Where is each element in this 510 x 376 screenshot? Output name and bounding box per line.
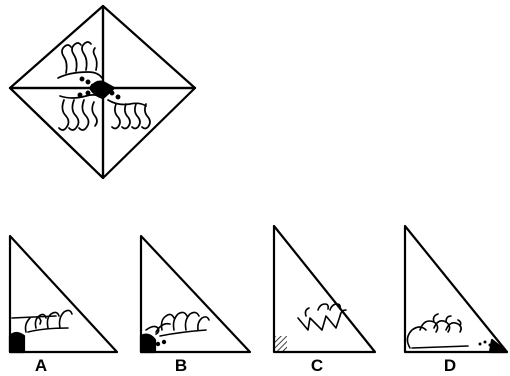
- unfolded-paper: [10, 6, 195, 178]
- option-b-triangle[interactable]: [141, 236, 250, 352]
- option-d-label[interactable]: D: [444, 357, 456, 374]
- option-d-outline: [405, 226, 507, 352]
- option-c-outline: [274, 226, 375, 352]
- option-a-corner: [10, 333, 24, 352]
- option-c-triangle[interactable]: [274, 226, 375, 352]
- option-a-triangle[interactable]: [10, 236, 117, 352]
- option-d-triangle[interactable]: [405, 226, 507, 352]
- option-b-label[interactable]: B: [175, 357, 187, 374]
- option-c-label[interactable]: C: [311, 357, 323, 374]
- scroll-motif-right: [108, 91, 150, 128]
- option-a-outline: [10, 236, 117, 352]
- option-b-corner: [141, 335, 155, 352]
- option-b-outline: [141, 236, 250, 352]
- option-a-label[interactable]: A: [35, 357, 47, 374]
- option-c-hatched-corner: [275, 336, 287, 351]
- scroll-motif-top: [58, 42, 102, 88]
